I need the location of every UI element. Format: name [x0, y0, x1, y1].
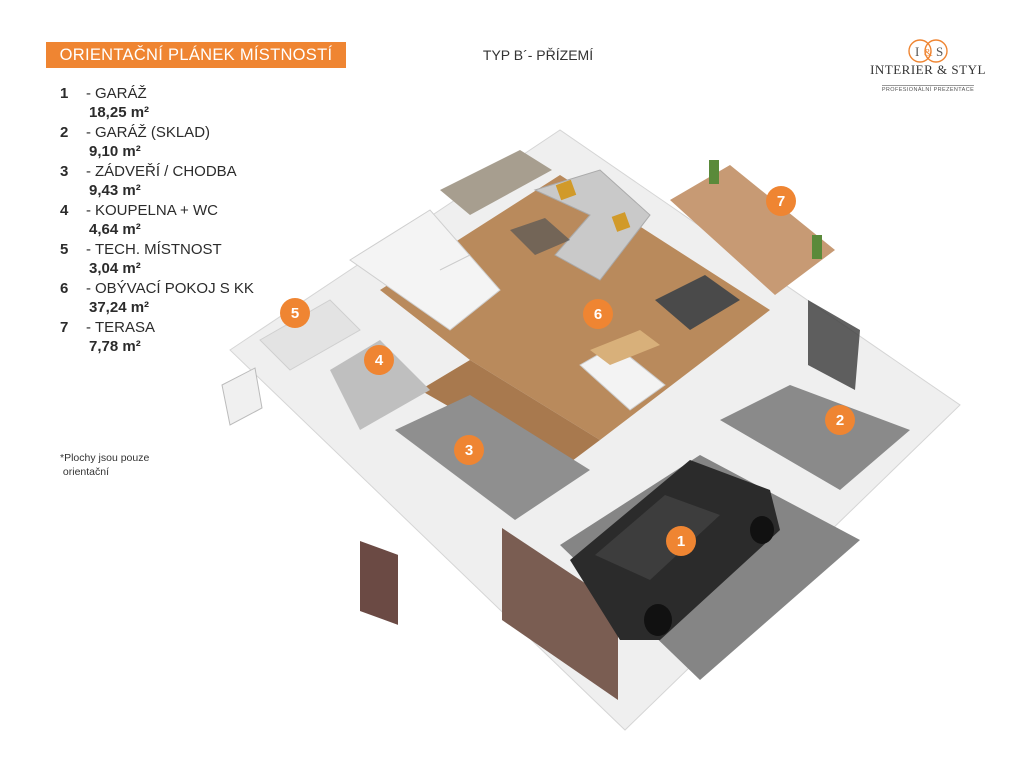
brand-logo: I & S INTERIER & STYL PROFESIONÁLNÍ PREZ…	[868, 38, 988, 93]
ac-unit	[221, 367, 263, 426]
legend-row: 5-TECH. MÍSTNOST	[60, 240, 300, 259]
floor-subtitle-text: TYP B´- PŘÍZEMÍ	[482, 47, 594, 63]
legend-room-name: TECH. MÍSTNOST	[95, 241, 222, 258]
terrace-plant-2	[812, 235, 822, 259]
floor-subtitle: TYP B´- PŘÍZEMÍ	[0, 47, 1024, 63]
room-marker-4: 4	[364, 345, 394, 375]
room-marker-4-label: 4	[375, 352, 384, 369]
living-room-floor	[380, 175, 770, 440]
room-marker-5-label: 5	[291, 305, 299, 322]
room-marker-2-label: 2	[836, 412, 844, 429]
legend-dash: -	[86, 319, 91, 336]
legend-room-name: GARÁŽ	[95, 85, 147, 102]
legend-row: 4-KOUPELNA + WC	[60, 201, 300, 220]
garage-door	[502, 528, 618, 700]
stair-steps	[439, 254, 471, 271]
bathroom-door	[360, 541, 398, 625]
legend-dash: -	[86, 85, 91, 102]
shelf-unit	[808, 300, 860, 390]
legend-room-area: 18,25 m²	[89, 104, 150, 121]
legend-room-area: 3,04 m²	[89, 260, 141, 277]
bathroom-floor	[330, 340, 430, 430]
room-marker-5: 5	[280, 298, 310, 328]
monogram-left: I	[915, 44, 919, 59]
legend-room-area: 4,64 m²	[89, 221, 141, 238]
legend-number: 3	[60, 163, 69, 180]
legend-row: 2-GARÁŽ (SKLAD)	[60, 123, 300, 142]
sofa-pillow	[555, 179, 577, 201]
legend-room-name: ZÁDVEŘÍ / CHODBA	[95, 163, 237, 180]
legend-room-area: 9,10 m²	[89, 143, 141, 160]
room-marker-1-label: 1	[677, 533, 685, 550]
legend-number: 4	[60, 202, 69, 219]
tv-wall-unit	[440, 150, 552, 215]
legend-row: 7-TERASA	[60, 318, 300, 337]
legend-room-area: 37,24 m²	[89, 299, 150, 316]
garage-storage-floor	[720, 385, 910, 490]
car-wheel-2	[750, 516, 774, 544]
area-note-line1: *Plochy jsou pouze	[60, 452, 150, 464]
wood-floor-shade	[420, 360, 600, 470]
room-marker-3: 3	[454, 435, 484, 465]
legend-dash: -	[86, 202, 91, 219]
terrace-floor	[670, 165, 835, 295]
legend-room-name: TERASA	[95, 319, 156, 336]
monogram-right: S	[936, 44, 943, 59]
brand-tagline: PROFESIONÁLNÍ PREZENTACE	[881, 85, 975, 93]
legend-row: 1-GARÁŽ	[60, 84, 300, 103]
sofa-pillow-2	[611, 212, 631, 232]
monogram-icon: I & S	[908, 39, 948, 63]
car-roof	[595, 495, 720, 580]
legend-room-area: 9,43 m²	[89, 182, 141, 199]
kitchen-counter	[590, 330, 660, 365]
legend-dash: -	[86, 163, 91, 180]
area-note: *Plochy jsou pouze orientační	[60, 451, 180, 479]
legend-room-name: OBÝVACÍ POKOJ S KK	[95, 280, 254, 297]
legend-item: 2-GARÁŽ (SKLAD)9,10 m²	[60, 123, 300, 162]
legend-room-name: KOUPELNA + WC	[95, 202, 218, 219]
room-marker-6-label: 6	[594, 306, 602, 323]
legend-number: 1	[60, 85, 69, 102]
room-marker-7-label: 7	[777, 193, 785, 210]
corridor-floor	[395, 395, 590, 520]
legend-room-name: GARÁŽ (SKLAD)	[95, 124, 211, 141]
legend-row: 3-ZÁDVEŘÍ / CHODBA	[60, 162, 300, 181]
legend-number: 6	[60, 280, 69, 297]
brand-name: INTERIER & STYL	[870, 62, 986, 77]
area-note-line2: orientační	[60, 466, 110, 478]
legend-number: 7	[60, 319, 69, 336]
title-banner: ORIENTAČNÍ PLÁNEK MÍSTNOSTÍ	[46, 42, 346, 68]
legend-dash: -	[86, 124, 91, 141]
room-marker-1: 1	[666, 526, 696, 556]
staircase	[349, 209, 501, 331]
car-wheel	[644, 604, 672, 636]
room-marker-6: 6	[583, 299, 613, 329]
coffee-table	[510, 218, 570, 255]
legend-room-area: 7,78 m²	[89, 338, 141, 355]
room-marker-3-label: 3	[465, 442, 473, 459]
legend-row: 6-OBÝVACÍ POKOJ S KK	[60, 279, 300, 298]
terrace-plant-1	[709, 160, 719, 184]
legend-dash: -	[86, 241, 91, 258]
room-marker-2: 2	[825, 405, 855, 435]
legend-number: 5	[60, 241, 69, 258]
dining-table	[655, 275, 740, 330]
legend-dash: -	[86, 280, 91, 297]
monogram-amp: &	[924, 47, 933, 59]
legend-number: 2	[60, 124, 69, 141]
room-marker-7: 7	[766, 186, 796, 216]
page-title: ORIENTAČNÍ PLÁNEK MÍSTNOSTÍ	[59, 45, 333, 64]
